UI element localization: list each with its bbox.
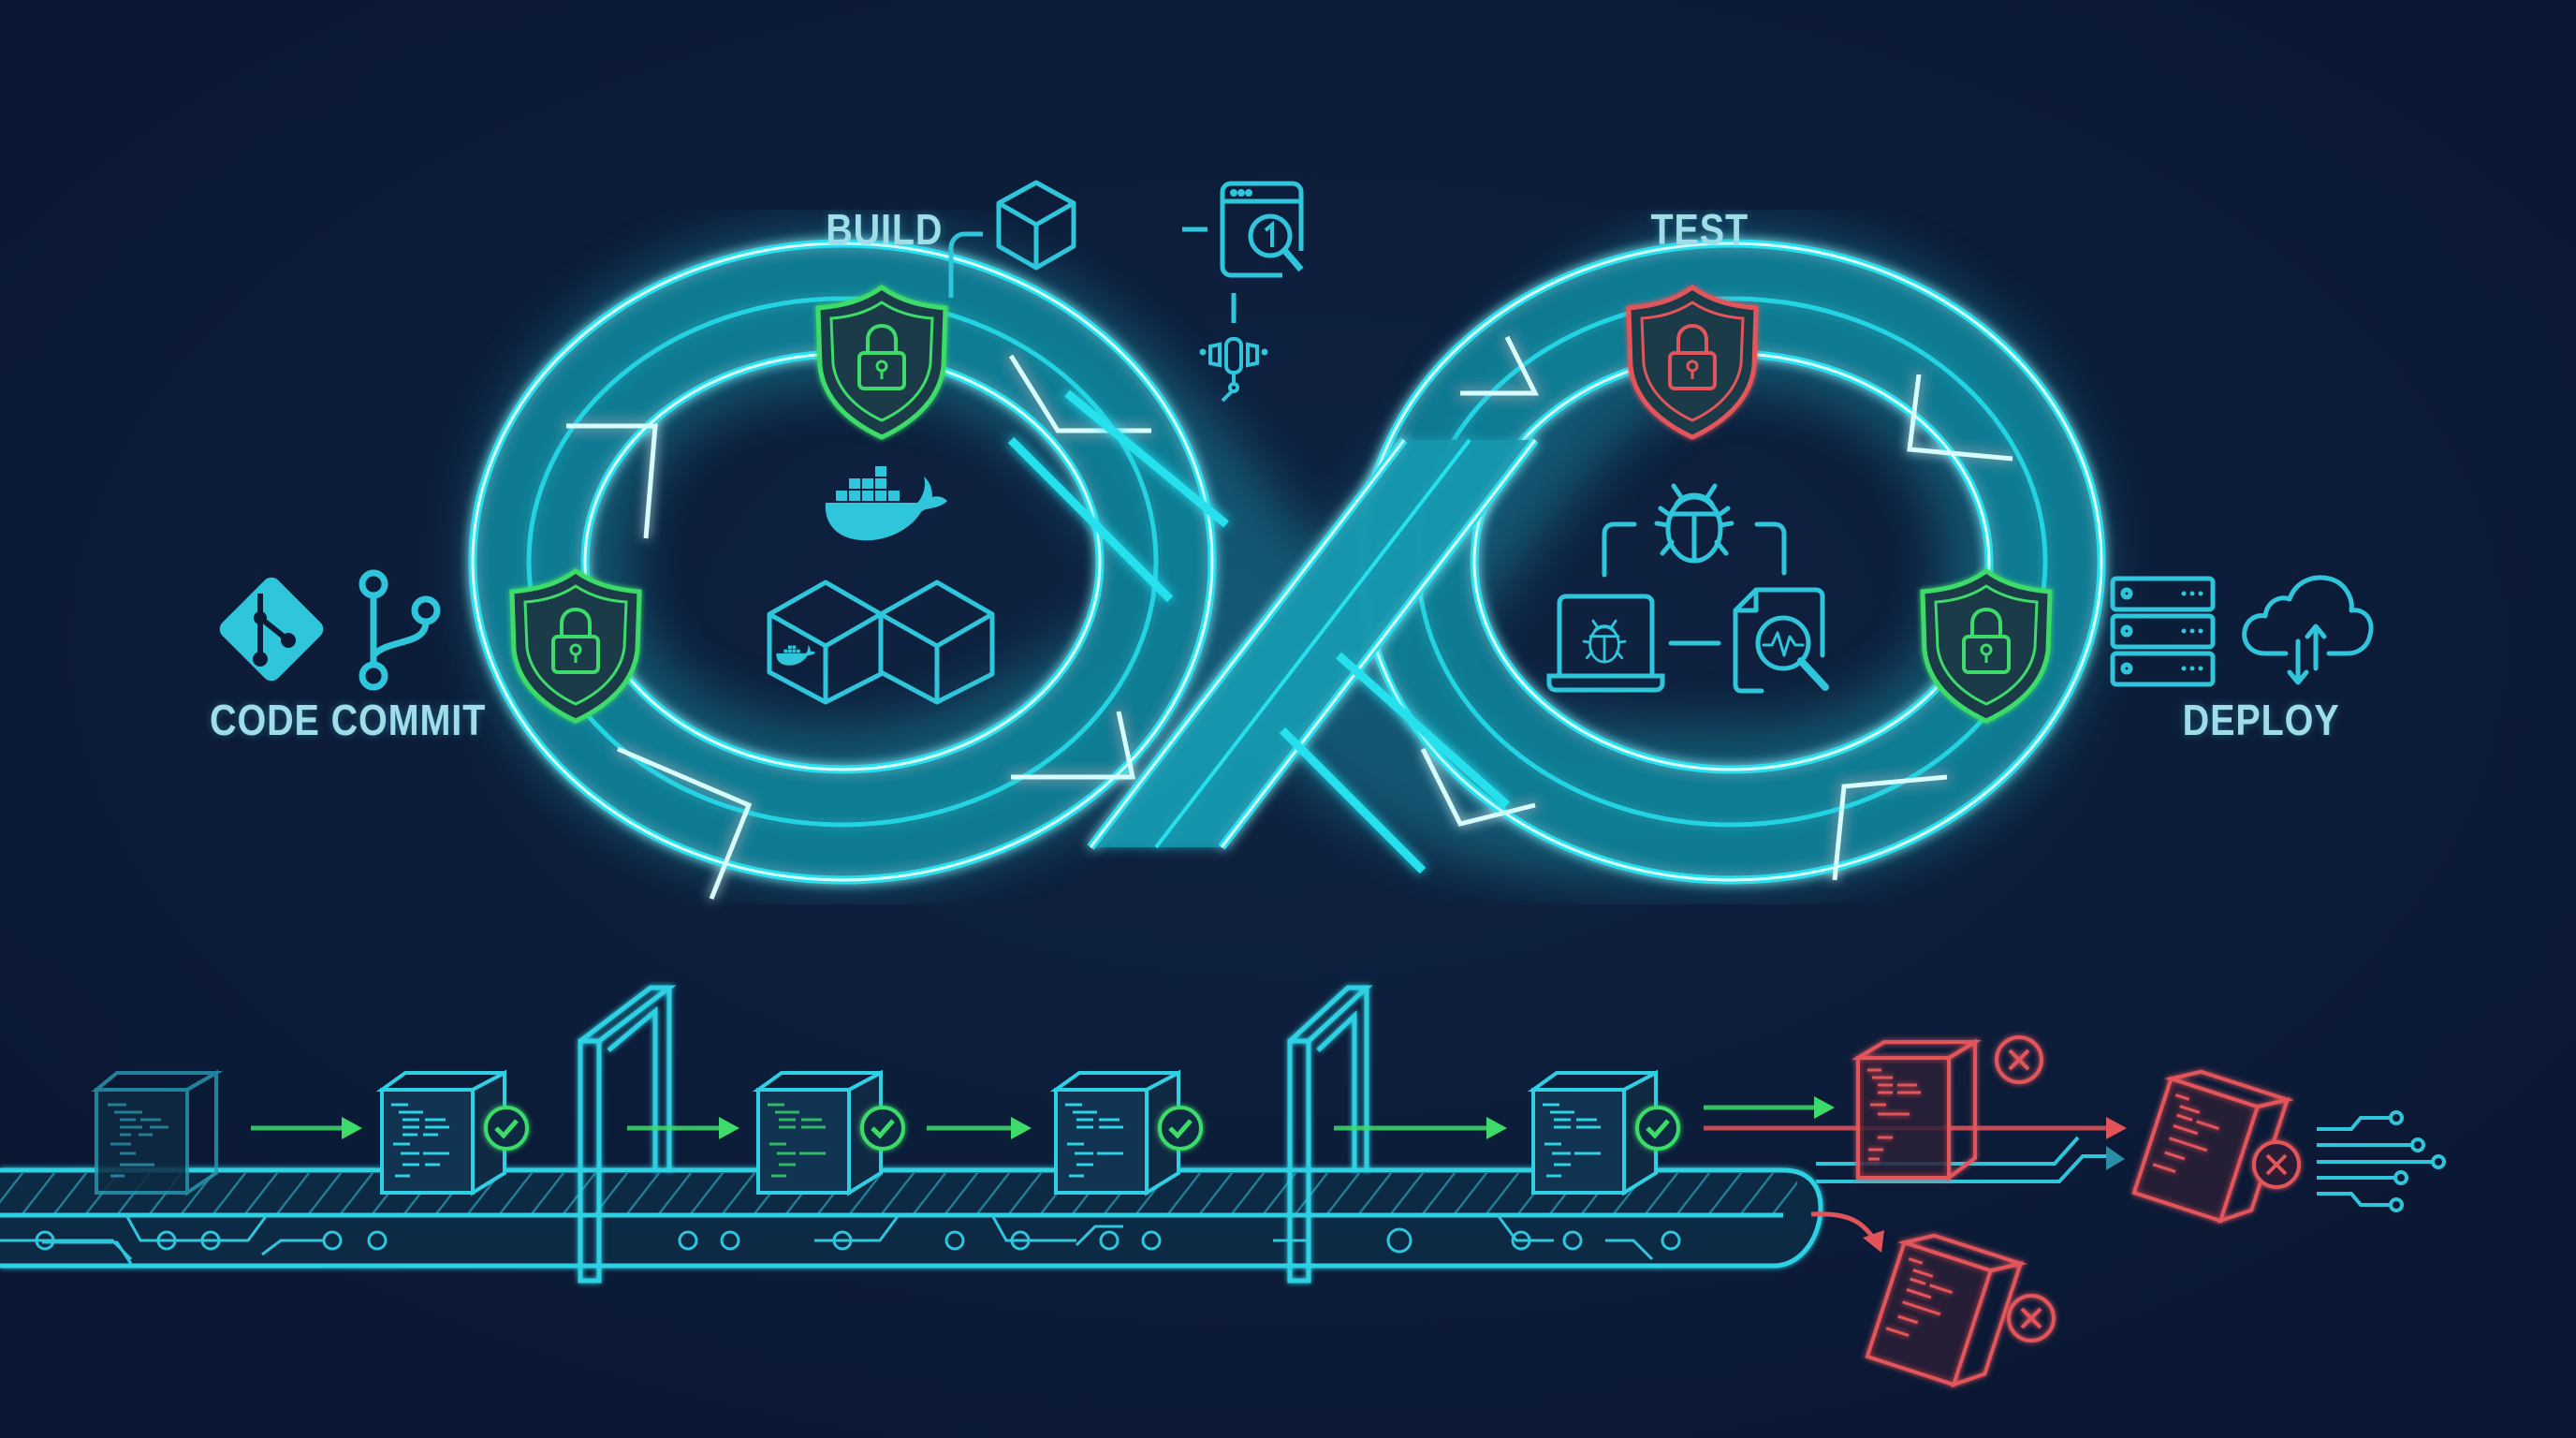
stage-label-code-commit: CODE COMMIT [210,696,487,744]
artifact-fail-2 [2131,1069,2294,1225]
artifact-pass-3 [1049,1069,1203,1196]
pass-check-icon [484,1106,529,1151]
cloud-sync-icon [2242,575,2374,685]
pass-check-icon [1158,1106,1203,1151]
test-icons [1602,521,1787,646]
artifact-fail-1 [1851,1035,2043,1181]
stage-label-build: BUILD [826,205,944,254]
stage-label-deploy: DEPLOY [2182,696,2340,744]
robotic-arm-icon [1199,337,1268,403]
scan-gate-1 [578,985,677,1284]
infinity-loop [468,228,2106,900]
laptop-bug-icon [1546,594,1665,693]
bug-icon [1654,483,1734,564]
container-cubes-icon [767,580,995,705]
git-branch-icon [359,569,441,691]
loop-left-lobe [468,239,1217,900]
artifact-pending [91,1069,224,1196]
artifact-pass-1 [375,1069,529,1196]
fail-x-icon [2252,1140,2301,1189]
docker-mini-icon [776,644,816,666]
package-cube-icon [996,180,1076,271]
pipeline-arrow-3 [927,1117,1032,1139]
artifact-fail-3 [1865,1233,2027,1388]
pass-check-icon [860,1106,905,1151]
report-analysis-icon [1733,587,1829,694]
artifact-pass-4 [1527,1069,1680,1196]
pipeline-arrow-1 [251,1117,362,1139]
scan-gate-2 [1287,985,1373,1284]
stage-label-test: TEST [1650,205,1749,254]
git-icon [219,577,324,682]
data-output-circuit-icon [2317,1110,2446,1212]
pipeline-arrow-2 [627,1117,739,1139]
browser-inspect-icon [1220,181,1304,278]
fail-x-icon [2007,1294,2056,1343]
pipeline-arrow-4 [1334,1117,1507,1139]
artifact-pass-2 [752,1069,905,1196]
docker-whale-icon [825,466,947,541]
build-connector [948,227,1237,323]
loop-crossing [1007,389,1539,874]
server-rack-icon [2110,576,2216,687]
fail-x-icon [1995,1035,2043,1084]
pass-check-icon [1635,1106,1680,1151]
